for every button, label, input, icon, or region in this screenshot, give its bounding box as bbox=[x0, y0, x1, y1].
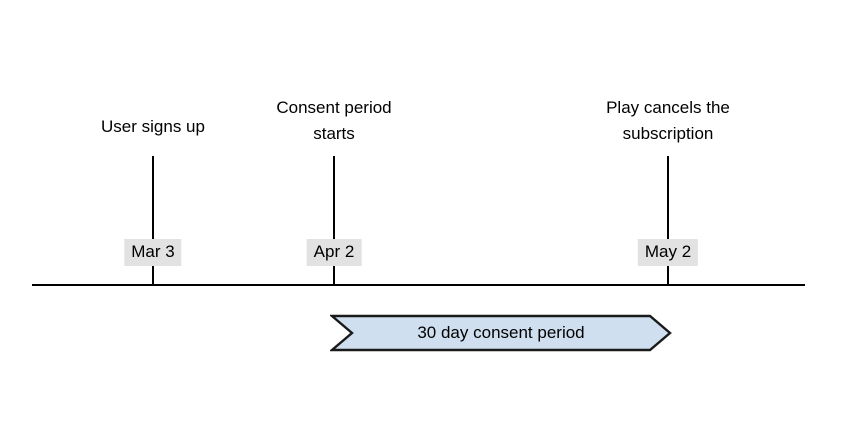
event-tick-play-cancel bbox=[667, 156, 669, 286]
consent-period-banner: 30 day consent period bbox=[330, 314, 672, 352]
timeline-axis bbox=[32, 284, 805, 286]
event-date-signup: Mar 3 bbox=[124, 239, 182, 266]
chevron-arrow-icon bbox=[330, 314, 672, 352]
event-label-signup: User signs up bbox=[101, 117, 205, 136]
event-date-play-cancel: May 2 bbox=[637, 239, 699, 266]
event-tick-signup bbox=[152, 156, 154, 286]
event-label-consent-start: Consent period starts bbox=[276, 98, 392, 143]
event-date-consent-start: Apr 2 bbox=[306, 239, 362, 266]
event-tick-consent-start bbox=[333, 156, 335, 286]
event-label-play-cancel: Play cancels the subscription bbox=[606, 98, 730, 143]
